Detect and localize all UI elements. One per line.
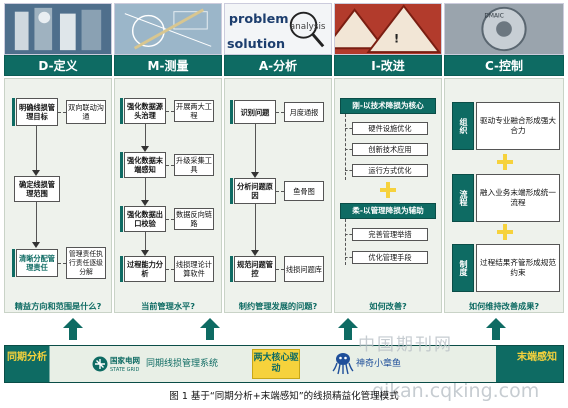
measure-side-reverse-link: 数据反向链路 (174, 208, 214, 230)
bottom-system-name: 同期线损管理系统 (146, 359, 219, 369)
measure-step-export: 强化数据出口校验 (124, 206, 166, 232)
bottom-octopus-text: 神奇小章鱼 (356, 359, 402, 369)
improve-soft-item-methods: 优化管理手段 (352, 251, 428, 264)
define-side-responsibility: 管理责任执行责任逐级分解 (66, 247, 106, 279)
watermark-url: qikan.cqking.com (372, 380, 540, 402)
analyze-step-identify: 识别问题 (234, 100, 276, 124)
phase-label-measure: M-测量 (114, 55, 222, 76)
header-photo-problem-solution: problem analysis solution (224, 3, 332, 55)
improve-plus-icon (378, 180, 398, 200)
improve-hard-item-hardware: 硬件设施优化 (352, 122, 428, 135)
analyze-step-control: 规范问题管控 (234, 256, 276, 282)
measure-step-capability: 过程能力分析 (124, 256, 166, 282)
state-grid-sub: STATE GRID (110, 367, 140, 373)
up-arrow-icon-measure (200, 318, 220, 340)
control-plus-icon-1 (495, 152, 515, 172)
analyze-side-fishbone: 鱼骨图 (284, 181, 324, 201)
improve-hard-item-technology: 创新技术应用 (352, 143, 428, 156)
question-measure: 当前管理水平? (141, 301, 195, 311)
phase-label-analyze: A-分析 (224, 55, 332, 76)
control-label-system: 制度 (452, 244, 474, 292)
up-arrow-icon-define (63, 318, 83, 340)
control-label-process: 流程 (452, 174, 474, 222)
measure-step-terminal: 强化数据末端感知 (124, 152, 166, 178)
control-text-process: 融入业务末端形成统一流程 (476, 174, 560, 222)
photo-word-analysis: analysis (290, 22, 326, 32)
bottom-label-sync-analysis: 同期分析 (7, 352, 47, 363)
state-grid-name: 国家电网 (110, 356, 140, 365)
question-define: 精益方向和范围是什么? (14, 301, 102, 311)
question-improve: 如何改善? (369, 301, 407, 311)
bottom-label-terminal-sensing: 末端感知 (517, 352, 557, 363)
control-text-organization: 驱动专业融合形成强大合力 (476, 102, 560, 150)
photo-dmaic-letters: DMAIC (484, 14, 504, 20)
define-step-goal: 明确线损管理目标 (16, 98, 58, 126)
photo-word-problem: problem (229, 11, 289, 26)
header-photo-microscope (4, 3, 112, 55)
up-arrow-icon-control (486, 318, 506, 340)
header-photo-blueprint (114, 3, 222, 55)
up-arrow-icon-improve (338, 318, 358, 340)
improve-soft-item-measures: 完善管理举措 (352, 228, 428, 241)
control-text-system: 过程结果齐管形成规范约束 (476, 244, 560, 292)
bottom-core-drivers: 两大核心驱动 (252, 349, 300, 379)
measure-side-collection: 升级采集工具 (174, 154, 214, 176)
header-photo-warning: ! (334, 3, 442, 55)
control-label-organization: 组织 (452, 102, 474, 150)
phase-label-control: C-控制 (444, 55, 564, 76)
figure-caption: 图 1 基于“同期分析+末端感知”的线损精益化管理模式 (169, 391, 399, 402)
measure-side-software: 线损理论计算软件 (174, 256, 214, 282)
analyze-side-monthly-report: 月度通报 (284, 102, 324, 122)
measure-step-source: 强化数据源头治理 (124, 98, 166, 124)
phase-label-define: D-定义 (4, 55, 112, 76)
improve-soft-header: 柔-以管理降损为辅助 (340, 203, 436, 219)
control-plus-icon-2 (495, 222, 515, 242)
define-step-responsibility: 清晰分配管理责任 (16, 249, 58, 277)
svg-text:!: ! (394, 32, 399, 46)
question-control: 如何维持改善成果? (468, 301, 540, 311)
header-photo-dmaic-wheel: DMAIC (444, 3, 564, 55)
measure-side-projects: 开展两大工程 (174, 100, 214, 122)
photo-word-solution: solution (227, 36, 285, 51)
improve-hard-item-operation: 运行方式优化 (352, 164, 428, 177)
phase-label-improve: I-改进 (334, 55, 442, 76)
question-analyze: 制约管理发展的问题? (238, 301, 318, 311)
watermark-cn: 中国期刊网 (358, 335, 453, 355)
define-side-communication: 双向联动沟通 (66, 100, 106, 124)
state-grid-logo-icon (92, 356, 108, 372)
analyze-step-cause: 分析问题原因 (234, 178, 276, 204)
improve-hard-header: 刚-以技术降损为核心 (340, 98, 436, 114)
analyze-side-issue-library: 线损问题库 (284, 256, 324, 282)
define-step-scope: 确定线损管理范围 (14, 176, 60, 202)
octopus-icon (332, 351, 354, 375)
